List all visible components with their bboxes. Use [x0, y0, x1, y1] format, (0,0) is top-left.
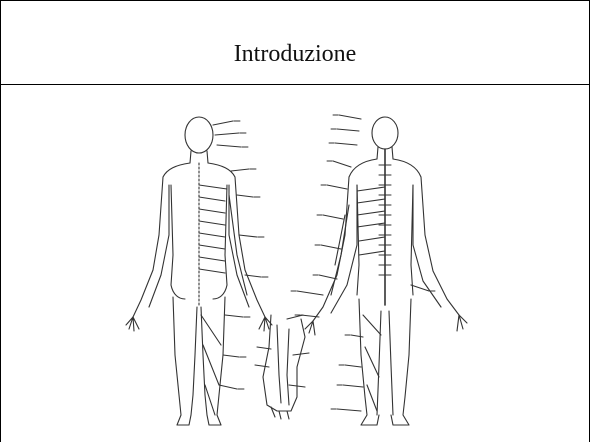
back-body-figure-icon — [297, 115, 467, 425]
foot-detail-figure-icon — [255, 315, 309, 419]
page-title: Introduzione — [234, 41, 357, 68]
front-body-figure-icon — [126, 117, 272, 425]
figure-cell — [1, 85, 589, 442]
title-cell: Introduzione — [1, 1, 589, 85]
dermatome-anatomy-figure-icon — [1, 85, 589, 443]
